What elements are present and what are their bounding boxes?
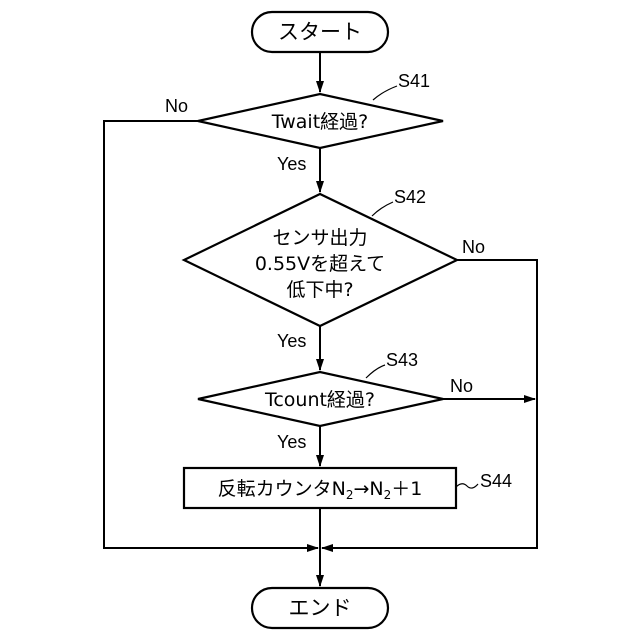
s41-leader bbox=[373, 86, 397, 100]
end-label: エンド bbox=[289, 596, 352, 620]
s43-yes-label: Yes bbox=[277, 432, 306, 452]
decision-s41: Twait経過? bbox=[198, 94, 443, 148]
s41-question: Twait経過? bbox=[271, 111, 368, 133]
s43-leader bbox=[366, 365, 385, 378]
s41-step-id: S41 bbox=[398, 71, 430, 91]
s41-yes-label: Yes bbox=[277, 154, 306, 174]
s44-step-id: S44 bbox=[480, 471, 512, 491]
decision-s43: Tcount経過? bbox=[198, 372, 443, 426]
s42-question-line1: センサ出力 bbox=[272, 227, 367, 249]
s43-question: Tcount経過? bbox=[264, 389, 375, 411]
s44-leader bbox=[456, 484, 478, 488]
start-terminal: スタート bbox=[252, 12, 388, 52]
s43-no-label: No bbox=[450, 376, 473, 396]
s42-question-line3: 低下中? bbox=[286, 279, 353, 301]
s41-no-label: No bbox=[165, 96, 188, 116]
s42-question-line2: 0.55Vを超えて bbox=[255, 253, 385, 275]
s43-step-id: S43 bbox=[386, 350, 418, 370]
start-label: スタート bbox=[278, 20, 362, 44]
end-terminal: エンド bbox=[252, 588, 388, 628]
s42-leader bbox=[372, 202, 393, 216]
s42-step-id: S42 bbox=[394, 187, 426, 207]
s44-action: 反転カウンタN2→N2＋1 bbox=[218, 478, 423, 502]
process-s44: 反転カウンタN2→N2＋1 bbox=[184, 468, 456, 508]
decision-s42: センサ出力 0.55Vを超えて 低下中? bbox=[184, 194, 457, 326]
s42-no-label: No bbox=[462, 237, 485, 257]
s42-yes-label: Yes bbox=[277, 331, 306, 351]
